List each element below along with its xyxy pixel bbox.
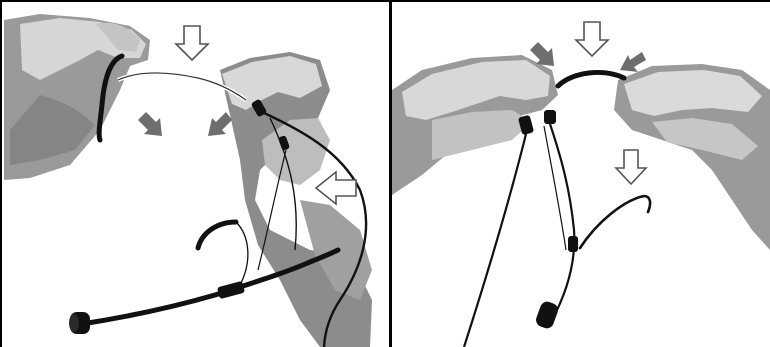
diagonal-arrow-right-icon: [620, 52, 646, 72]
frame-border-top: [0, 0, 770, 2]
microphone-capsule-icon: [534, 300, 560, 331]
diagonal-arrow-left-icon: [138, 112, 162, 136]
panel-divider: [389, 0, 392, 347]
left-hand-icon: [392, 55, 558, 195]
cable-right: [550, 124, 574, 320]
headband-curve: [558, 72, 624, 86]
microphone-capsule-icon: [69, 312, 90, 334]
left-illustration: [0, 0, 390, 347]
diagonal-arrow-right-icon: [208, 112, 232, 136]
lower-ear-hook: [580, 196, 650, 248]
down-arrow-outline-small-icon: [616, 150, 646, 184]
right-illustration-panel: [392, 0, 770, 347]
left-illustration-panel: [0, 0, 390, 347]
left-hand-icon: [4, 14, 150, 180]
down-arrow-outline-icon: [176, 26, 208, 60]
boom-joint: [217, 281, 245, 299]
right-illustration: [392, 0, 770, 347]
left-arrow-outline-icon: [316, 172, 356, 204]
lower-hook-wire: [236, 222, 248, 285]
cable-thin: [544, 126, 566, 250]
cable-left: [464, 134, 526, 347]
down-arrow-outline-icon: [576, 22, 608, 56]
lower-ear-hook: [198, 222, 236, 248]
boom-joint: [568, 236, 578, 252]
frame-border-left: [0, 0, 2, 347]
